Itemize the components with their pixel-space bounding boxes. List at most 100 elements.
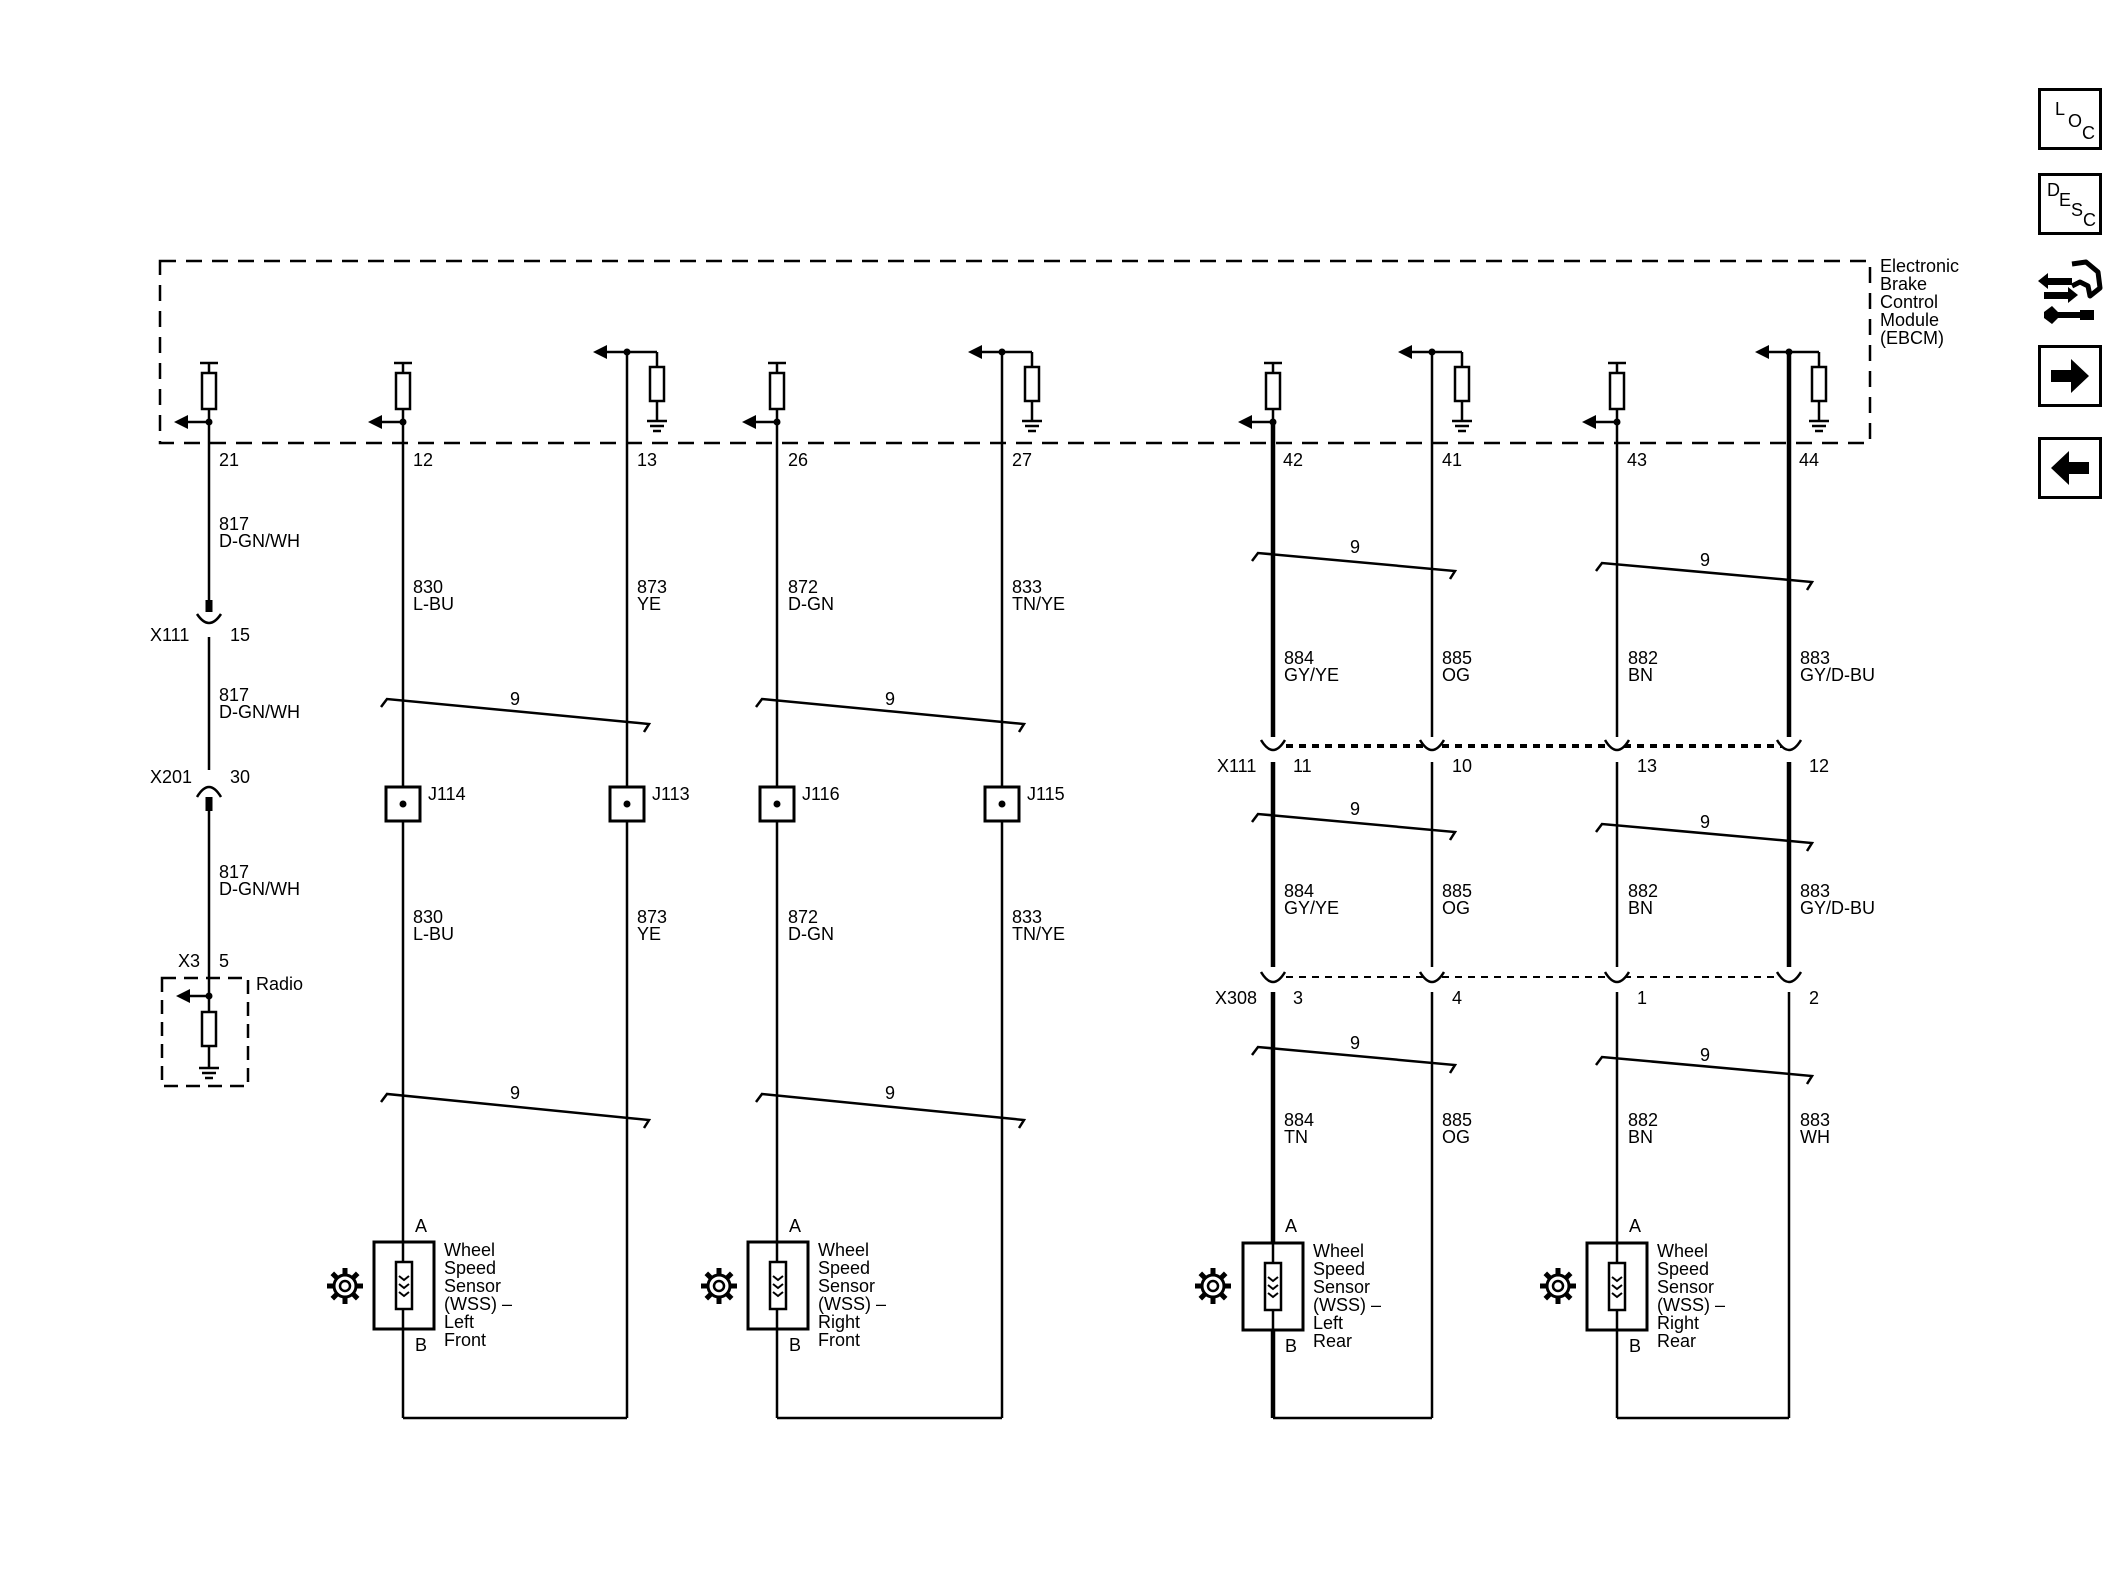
svg-text:Speed: Speed [1657, 1259, 1709, 1279]
ebcm-return-arrows [593, 345, 1769, 359]
svg-text:X111: X111 [1217, 756, 1256, 776]
svg-text:Electronic: Electronic [1880, 256, 1959, 276]
svg-text:WH: WH [1800, 1127, 1830, 1147]
svg-text:43: 43 [1627, 450, 1647, 470]
svg-text:YE: YE [637, 924, 661, 944]
radio-module: Radio [160, 950, 303, 1088]
svg-text:882: 882 [1628, 648, 1658, 668]
svg-text:TN/YE: TN/YE [1012, 924, 1065, 944]
svg-text:X201: X201 [150, 767, 192, 787]
svg-text:873: 873 [637, 907, 667, 927]
svg-text:833: 833 [1012, 907, 1042, 927]
svg-text:B: B [1629, 1336, 1641, 1356]
svg-text:883: 883 [1800, 881, 1830, 901]
svg-text:(EBCM): (EBCM) [1880, 328, 1944, 348]
connector-x111-left: X111 15 [150, 625, 250, 645]
svg-text:YE: YE [637, 594, 661, 614]
desc-button[interactable]: D E S C [2038, 173, 2102, 235]
svg-text:B: B [789, 1335, 801, 1355]
circuit-labels-front: 830 L-BU 873 YE 872 D-GN 833 TN/YE 830 L… [413, 577, 1065, 944]
svg-text:B: B [1285, 1336, 1297, 1356]
svg-text:X111: X111 [150, 625, 189, 645]
desc-letter-d: D [2047, 180, 2060, 200]
gear-icon [1540, 1268, 1576, 1304]
svg-text:Speed: Speed [818, 1258, 870, 1278]
svg-text:GY/D-BU: GY/D-BU [1800, 665, 1875, 685]
gear-icon [1195, 1268, 1231, 1304]
svg-text:(WSS) –: (WSS) – [1313, 1295, 1381, 1315]
svg-text:13: 13 [637, 450, 657, 470]
svg-text:884: 884 [1284, 1110, 1314, 1130]
svg-text:883: 883 [1800, 1110, 1830, 1130]
svg-text:9: 9 [510, 689, 520, 709]
svg-text:42: 42 [1283, 450, 1303, 470]
svg-text:9: 9 [1700, 1045, 1710, 1065]
desc-letter-c: C [2083, 210, 2096, 230]
ebcm-internal-inputs [180, 361, 1626, 424]
svg-text:D-GN/WH: D-GN/WH [219, 531, 300, 551]
ebcm-grounds [645, 409, 1831, 433]
loc-button[interactable]: L O C [2038, 88, 2102, 150]
svg-text:X3: X3 [178, 951, 200, 971]
previous-page-button[interactable] [2038, 437, 2102, 499]
svg-text:BN: BN [1628, 665, 1653, 685]
twisted-pair-marks-rear [1251, 551, 1815, 1085]
svg-text:Right: Right [818, 1312, 860, 1332]
svg-text:Wheel: Wheel [1657, 1241, 1708, 1261]
svg-text:Front: Front [444, 1330, 486, 1350]
svg-text:Control: Control [1880, 292, 1938, 312]
svg-text:9: 9 [510, 1083, 520, 1103]
wss-left-rear: A B Wheel Speed Sensor (WSS) – Left Rear [1195, 1216, 1381, 1356]
svg-text:830: 830 [413, 907, 443, 927]
next-page-button[interactable] [2038, 345, 2102, 407]
svg-text:2: 2 [1809, 988, 1819, 1008]
svg-text:44: 44 [1799, 450, 1819, 470]
svg-text:BN: BN [1628, 1127, 1653, 1147]
svg-text:12: 12 [1809, 756, 1829, 776]
svg-text:11: 11 [1293, 756, 1312, 776]
svg-text:A: A [415, 1216, 427, 1236]
svg-text:Wheel: Wheel [818, 1240, 869, 1260]
svg-text:(WSS) –: (WSS) – [1657, 1295, 1725, 1315]
svg-text:Left: Left [444, 1312, 474, 1332]
connector-x308: X308 3 4 1 2 [1215, 971, 1819, 1008]
loc-letter-o: O [2068, 111, 2083, 131]
svg-text:Wheel: Wheel [444, 1240, 495, 1260]
harness-routing-icon[interactable] [2038, 256, 2104, 328]
desc-letter-e: E [2059, 190, 2072, 210]
wire-817 [195, 422, 223, 950]
svg-text:885: 885 [1442, 648, 1472, 668]
twist-labels-rear: 9 9 9 9 9 9 [1350, 537, 1710, 1065]
svg-text:Brake: Brake [1880, 274, 1927, 294]
svg-text:Rear: Rear [1657, 1331, 1696, 1351]
svg-text:Sensor: Sensor [1657, 1277, 1714, 1297]
ebcm-label: Electronic Brake Control Module (EBCM) [1880, 256, 1959, 348]
connector-x201: X201 30 [150, 767, 250, 787]
svg-text:L-BU: L-BU [413, 594, 454, 614]
circuit-labels-rear: 884 GY/YE 885 OG 882 BN 883 GY/D-BU 884 … [1284, 648, 1875, 1147]
desc-letter-s: S [2071, 200, 2084, 220]
svg-text:OG: OG [1442, 665, 1470, 685]
svg-text:817: 817 [219, 514, 249, 534]
loc-letter-c: C [2082, 123, 2095, 143]
svg-text:D-GN: D-GN [788, 924, 834, 944]
ebcm-input-arrows [174, 415, 1596, 429]
svg-text:882: 882 [1628, 1110, 1658, 1130]
svg-text:817: 817 [219, 685, 249, 705]
svg-text:D-GN/WH: D-GN/WH [219, 702, 300, 722]
svg-text:D-GN/WH: D-GN/WH [219, 879, 300, 899]
svg-text:Sensor: Sensor [1313, 1277, 1370, 1297]
svg-text:12: 12 [413, 450, 433, 470]
svg-text:Radio: Radio [256, 974, 303, 994]
svg-text:D-GN: D-GN [788, 594, 834, 614]
twist-labels-front: 9 9 9 9 [510, 689, 895, 1103]
loc-letter-l: L [2055, 99, 2066, 119]
svg-text:Rear: Rear [1313, 1331, 1352, 1351]
svg-text:9: 9 [1350, 1033, 1360, 1053]
svg-text:5: 5 [219, 951, 229, 971]
svg-text:872: 872 [788, 577, 818, 597]
svg-text:9: 9 [1350, 537, 1360, 557]
wss-right-rear: A B Wheel Speed Sensor (WSS) – Right Rea… [1540, 1216, 1725, 1356]
svg-text:830: 830 [413, 577, 443, 597]
